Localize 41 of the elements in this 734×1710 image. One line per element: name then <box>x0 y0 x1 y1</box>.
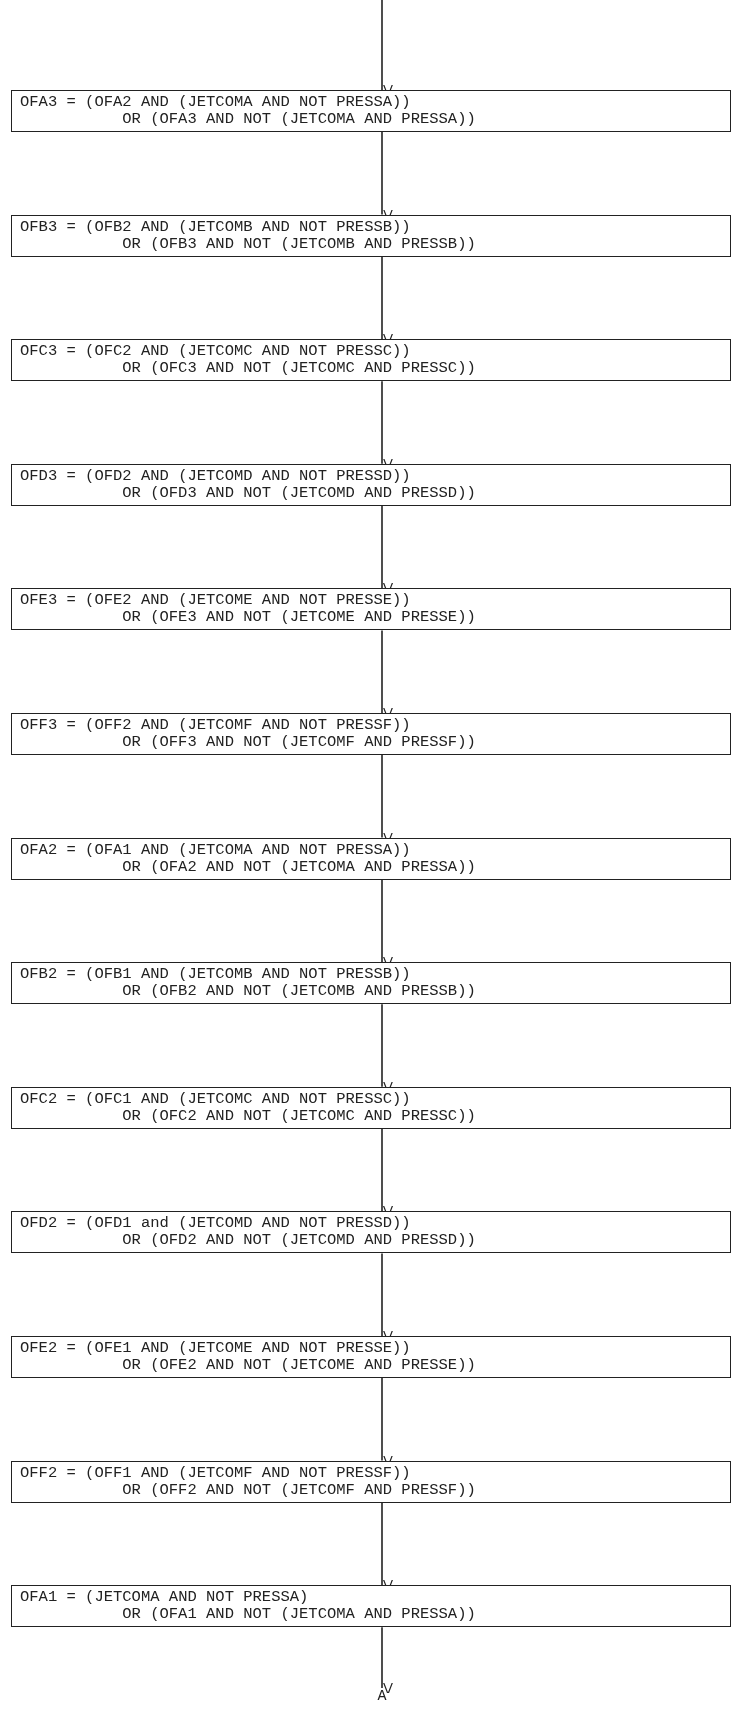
equation-text: OR (OFC3 AND NOT (JETCOMC AND PRESSC)) <box>121 360 477 378</box>
equation-text: OR (OFE2 AND NOT (JETCOME AND PRESSE)) <box>121 1357 477 1374</box>
process-box <box>11 1460 731 1503</box>
equation-text: OR (OFB3 AND NOT (JETCOMB AND PRESSB)) <box>121 235 477 253</box>
process-box <box>11 1336 731 1378</box>
equation-text: OR (OFD2 AND NOT (JETCOMD AND PRESSD)) <box>121 1232 477 1250</box>
equation-text: OFC3 = (OFC2 AND (JETCOMC AND NOT PRESSC)) <box>20 343 412 361</box>
equation-text: OFA3 = (OFA2 AND (JETCOMA AND NOT PRESSA)) <box>20 94 412 111</box>
process-box <box>11 1086 731 1129</box>
equation-text: OR (OFF3 AND NOT (JETCOMF AND PRESSF)) <box>121 734 477 751</box>
arrow <box>381 1626 394 1695</box>
equation-text: OR (OFA3 AND NOT (JETCOMA AND PRESSA)) <box>121 111 477 128</box>
equation-text: OR (OFA1 AND NOT (JETCOMA AND PRESSA)) <box>121 1606 477 1624</box>
equation-text: OR (OFF2 AND NOT (JETCOMF AND PRESSF)) <box>121 1481 477 1499</box>
equation-text: OR (OFE3 AND NOT (JETCOME AND PRESSE)) <box>121 609 477 627</box>
equation-text: OFF3 = (OFF2 AND (JETCOMF AND NOT PRESSF)) <box>20 717 412 734</box>
equation-text: OFD2 = (OFD1 and (JETCOMD AND NOT PRESSD)) <box>20 1215 412 1233</box>
equation-text: OR (OFA2 AND NOT (JETCOMA AND PRESSA)) <box>121 858 477 876</box>
equation-text: OFB2 = (OFB1 AND (JETCOMB AND NOT PRESSB)) <box>20 966 412 984</box>
process-box <box>11 1585 731 1628</box>
equation-text: OFB3 = (OFB2 AND (JETCOMB AND NOT PRESSB)) <box>20 218 412 236</box>
process-box <box>11 1211 731 1254</box>
equation-text: OR (OFD3 AND NOT (JETCOMD AND PRESSD)) <box>121 484 477 502</box>
process-box <box>11 339 731 382</box>
process-box <box>11 463 731 506</box>
equation-text: OFA2 = (OFA1 AND (JETCOMA AND NOT PRESSA)) <box>20 841 412 859</box>
process-box <box>11 837 731 880</box>
equation-text: OR (OFC2 AND NOT (JETCOMC AND PRESSC)) <box>121 1107 477 1125</box>
process-box <box>11 713 731 755</box>
process-box <box>11 90 731 132</box>
equation-text: OFF2 = (OFF1 AND (JETCOMF AND NOT PRESSF)) <box>20 1464 412 1482</box>
equation-text: OFD3 = (OFD2 AND (JETCOMD AND NOT PRESSD)) <box>20 467 412 485</box>
equation-text: OFC2 = (OFC1 AND (JETCOMC AND NOT PRESSC)) <box>20 1090 412 1108</box>
equation-text: OFA1 = (JETCOMA AND NOT PRESSA) <box>20 1589 310 1607</box>
equation-text: OFE3 = (OFE2 AND (JETCOME AND NOT PRESSE)) <box>20 592 412 610</box>
process-box <box>11 588 731 631</box>
process-box <box>11 214 731 257</box>
process-box <box>11 962 731 1005</box>
equation-text: OR (OFB2 AND NOT (JETCOMB AND PRESSB)) <box>121 983 477 1001</box>
equation-text: OFE2 = (OFE1 AND (JETCOME AND NOT PRESSE)) <box>20 1340 412 1357</box>
connector-label: A <box>372 1688 392 1705</box>
